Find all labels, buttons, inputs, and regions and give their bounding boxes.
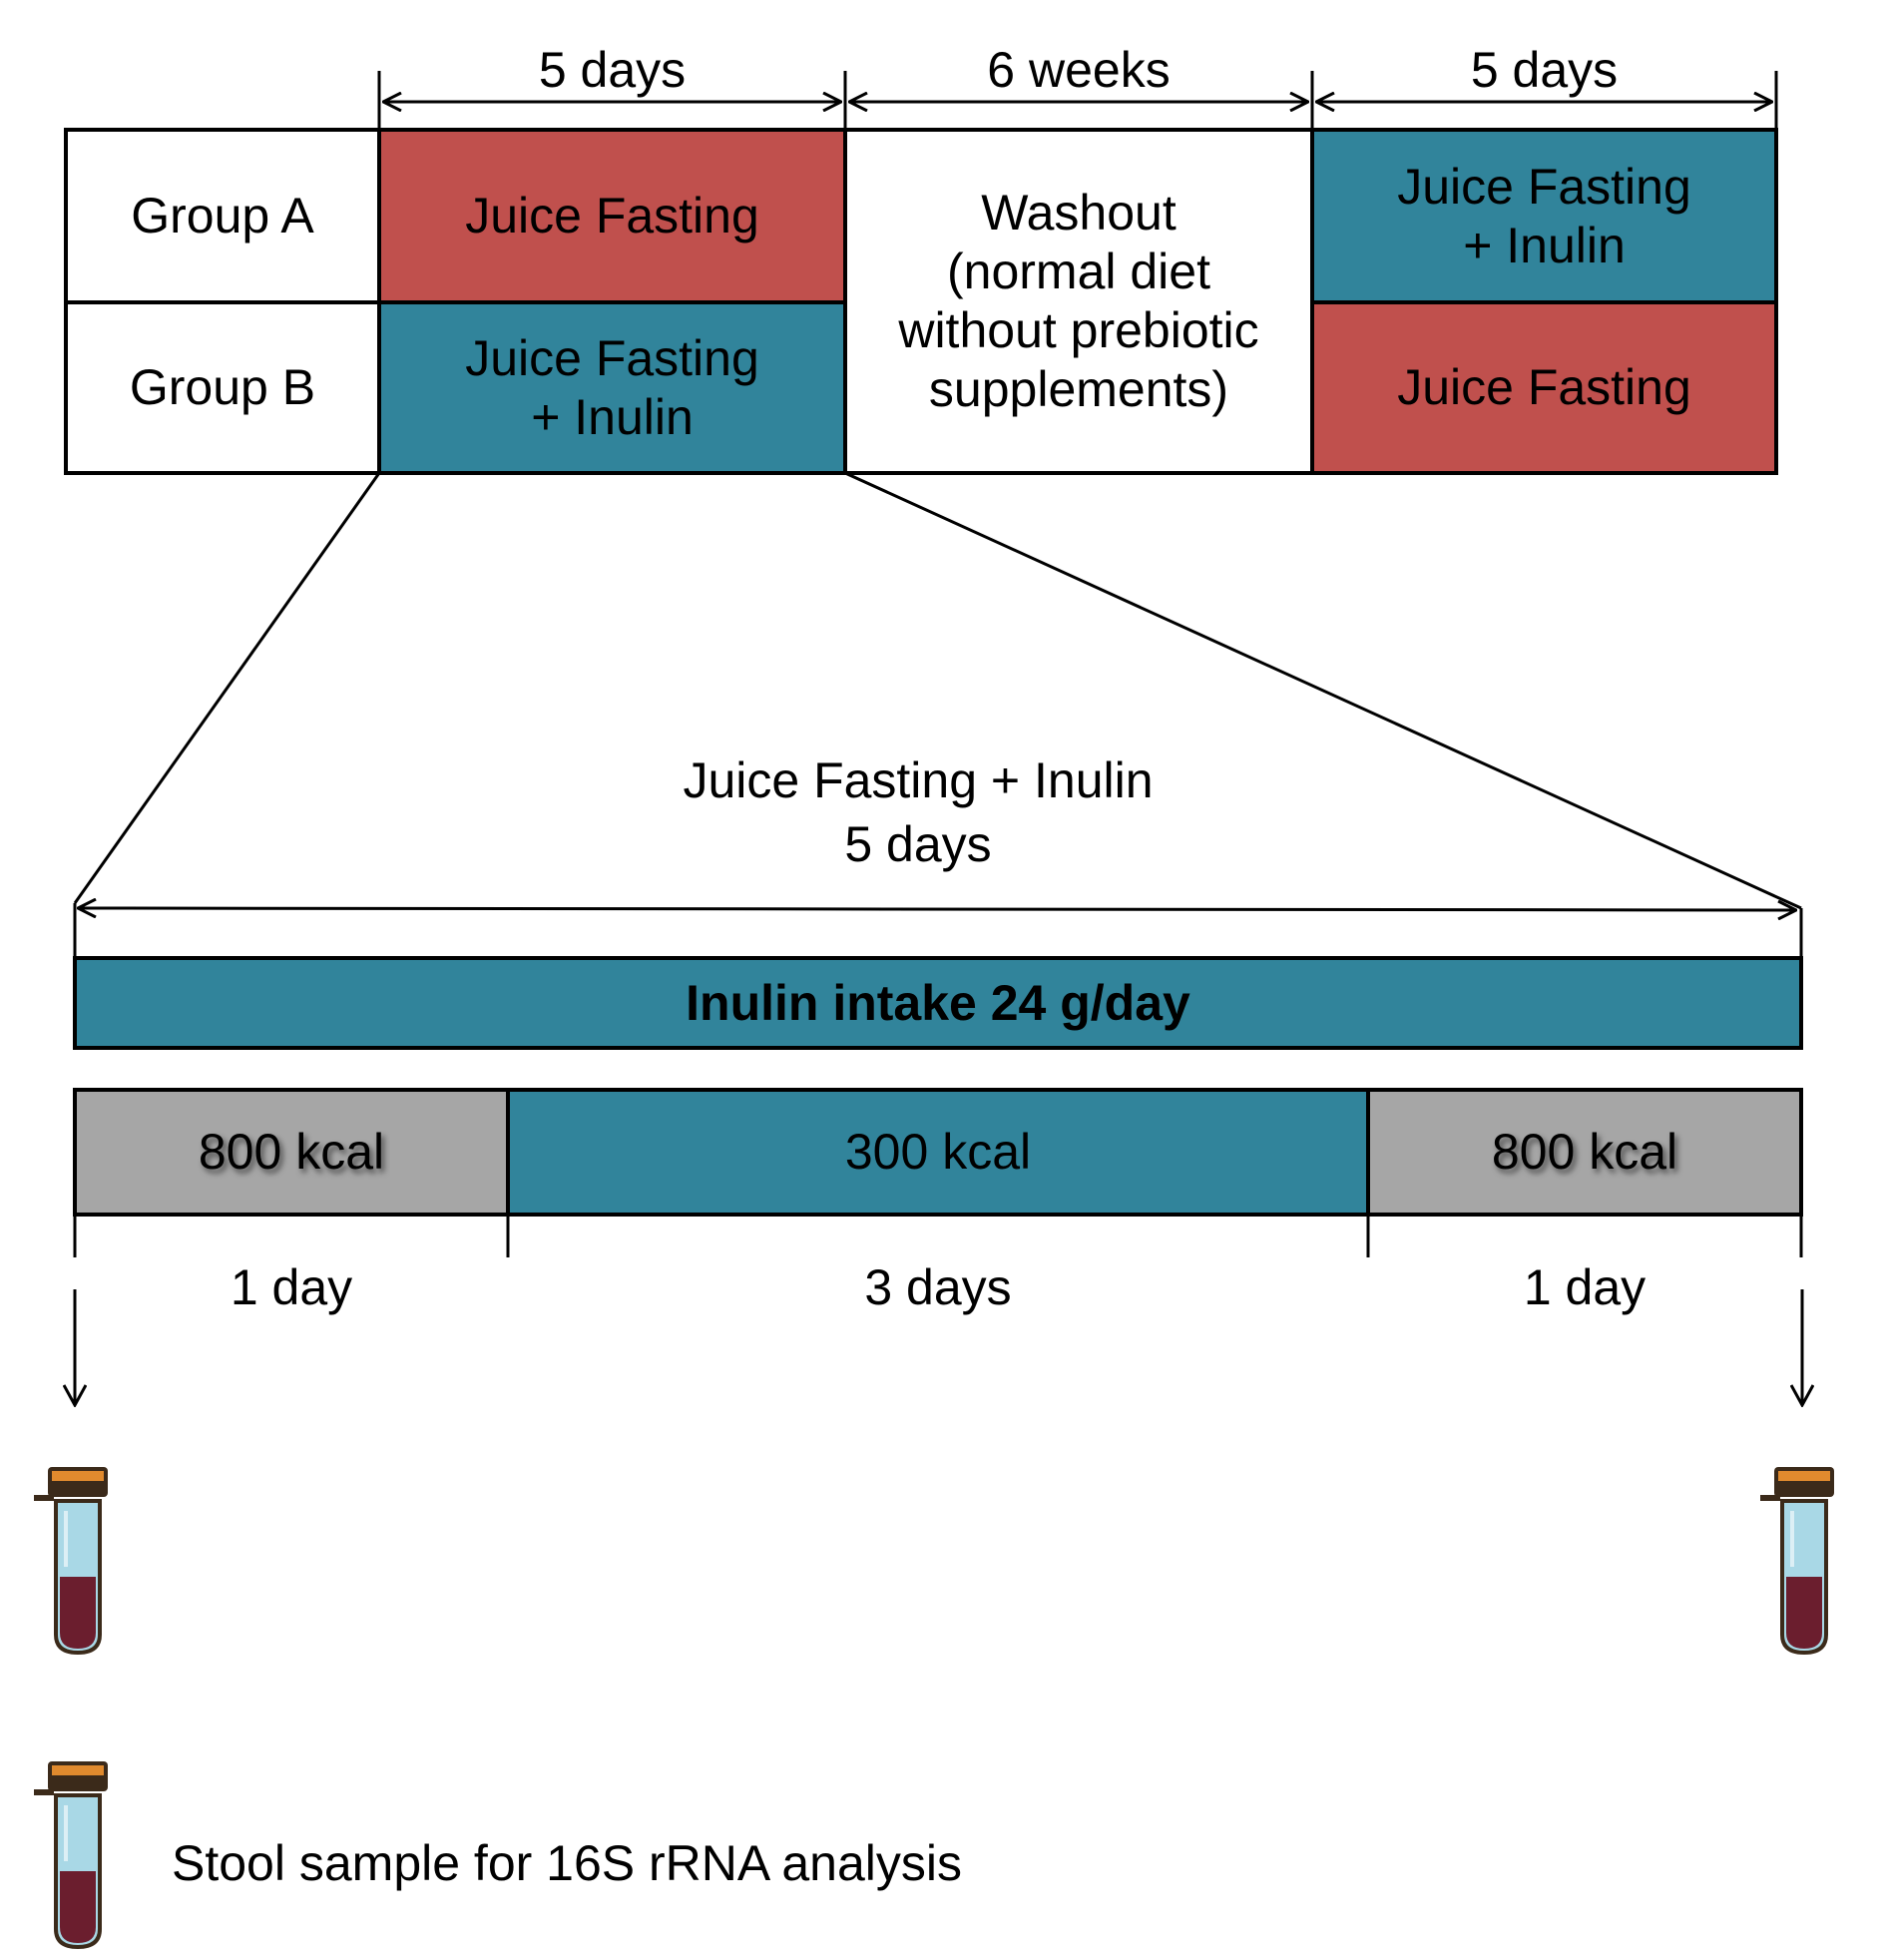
- phase1-days: 1 day: [230, 1258, 353, 1315]
- sample-tube-icon: [1758, 1465, 1836, 1655]
- sample-tube-icon: [32, 1465, 110, 1655]
- detail-duration-arrow: [78, 908, 1796, 910]
- duration-arrows: [377, 71, 1778, 134]
- crossover-table: [64, 128, 1778, 475]
- group-a-period2: Juice Fasting + Inulin: [1397, 158, 1691, 273]
- washout-label: Washout (normal diet without prebiotic s…: [898, 185, 1259, 417]
- duration-label-period2: 5 days: [1470, 41, 1619, 98]
- phase2-days: 3 days: [864, 1258, 1012, 1315]
- phase3-days: 1 day: [1523, 1258, 1647, 1315]
- legend-sample-tube-icon: [32, 1759, 110, 1949]
- duration-label-period1: 5 days: [538, 41, 687, 98]
- zoom-lines: [73, 471, 1802, 910]
- duration-label-washout: 6 weeks: [987, 41, 1171, 98]
- detail-title: Juice Fasting + Inulin: [683, 751, 1154, 808]
- inulin-intake-bar: [73, 956, 1803, 1050]
- group-b-label: Group B: [129, 359, 316, 415]
- phase1-kcal: 800 kcal: [198, 1124, 385, 1180]
- kcal-phases: [73, 1088, 1803, 1257]
- phase2-kcal: 300 kcal: [844, 1124, 1032, 1180]
- detail-duration: 5 days: [844, 815, 992, 872]
- group-b-period1: Juice Fasting + Inulin: [465, 329, 759, 445]
- legend-sample-label: Stool sample for 16S rRNA analysis: [172, 1834, 963, 1891]
- group-a-label: Group A: [131, 188, 314, 244]
- group-a-period1: Juice Fasting: [465, 188, 759, 244]
- phase3-kcal: 800 kcal: [1491, 1124, 1678, 1180]
- group-b-period2: Juice Fasting: [1397, 359, 1691, 415]
- inulin-intake-label: Inulin intake 24 g/day: [686, 974, 1190, 1031]
